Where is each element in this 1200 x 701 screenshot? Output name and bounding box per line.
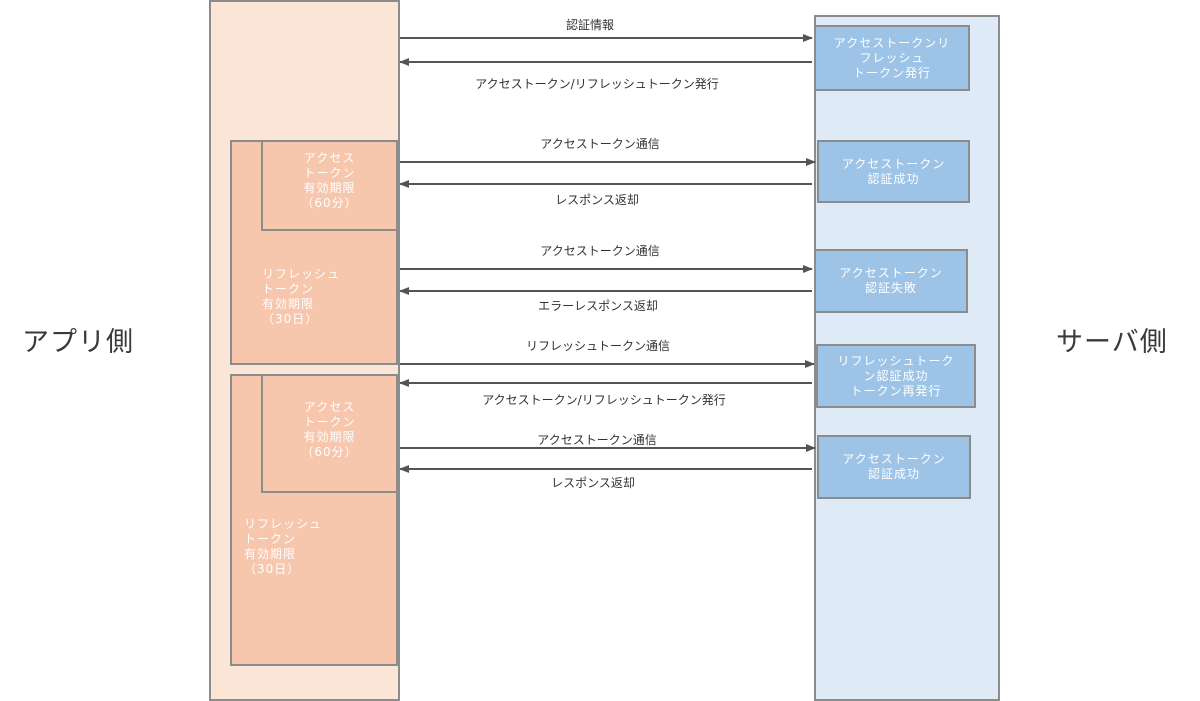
message-label-2: アクセストークン/リフレッシュトークン発行 [475,77,719,91]
access-token-label-2: アクセス トークン 有効期限 （60分） [301,400,358,459]
server-side-label: サーバ側 [1056,327,1168,358]
access-token-box-2: アクセス トークン 有効期限 （60分） [261,374,398,493]
message-label-9: アクセストークン通信 [537,433,657,447]
server-box-2: アクセストークン 認証成功 [817,140,970,203]
message-label-8: アクセストークン/リフレッシュトークン発行 [482,393,726,407]
message-label-1: 認証情報 [565,18,615,32]
server-box-4: リフレッシュトーク ン認証成功 トークン再発行 [816,344,976,408]
access-token-label-1: アクセス トークン 有効期限 （60分） [301,151,358,210]
app-side-label: アプリ側 [22,327,134,358]
message-label-3: アクセストークン通信 [540,137,660,151]
access-token-box-1: アクセス トークン 有効期限 （60分） [261,140,398,231]
server-box-4-label: リフレッシュトーク ン認証成功 トークン再発行 [837,353,955,398]
message-label-4: レスポンス返却 [555,193,639,207]
server-box-1: アクセストークンリ フレッシュ トークン発行 [814,25,970,91]
server-box-5: アクセストークン 認証成功 [817,435,971,499]
refresh-token-label-1: リフレッシュ トークン 有効期限 （30日） [262,267,341,326]
server-box-1-label: アクセストークンリ フレッシュ トークン発行 [833,35,951,80]
server-box-3-label: アクセストークン 認証失敗 [839,266,943,295]
message-label-7: リフレッシュトークン通信 [525,339,671,353]
server-box-3: アクセストークン 認証失敗 [814,249,968,313]
server-box-5-label: アクセストークン 認証成功 [842,452,946,481]
message-label-5: アクセストークン通信 [540,244,660,258]
server-box-2-label: アクセストークン 認証成功 [841,156,946,186]
refresh-token-label-2: リフレッシュ トークン 有効期限 （30日） [244,517,323,576]
message-label-6: エラーレスポンス返却 [538,299,658,313]
message-label-10: レスポンス返却 [551,476,635,490]
